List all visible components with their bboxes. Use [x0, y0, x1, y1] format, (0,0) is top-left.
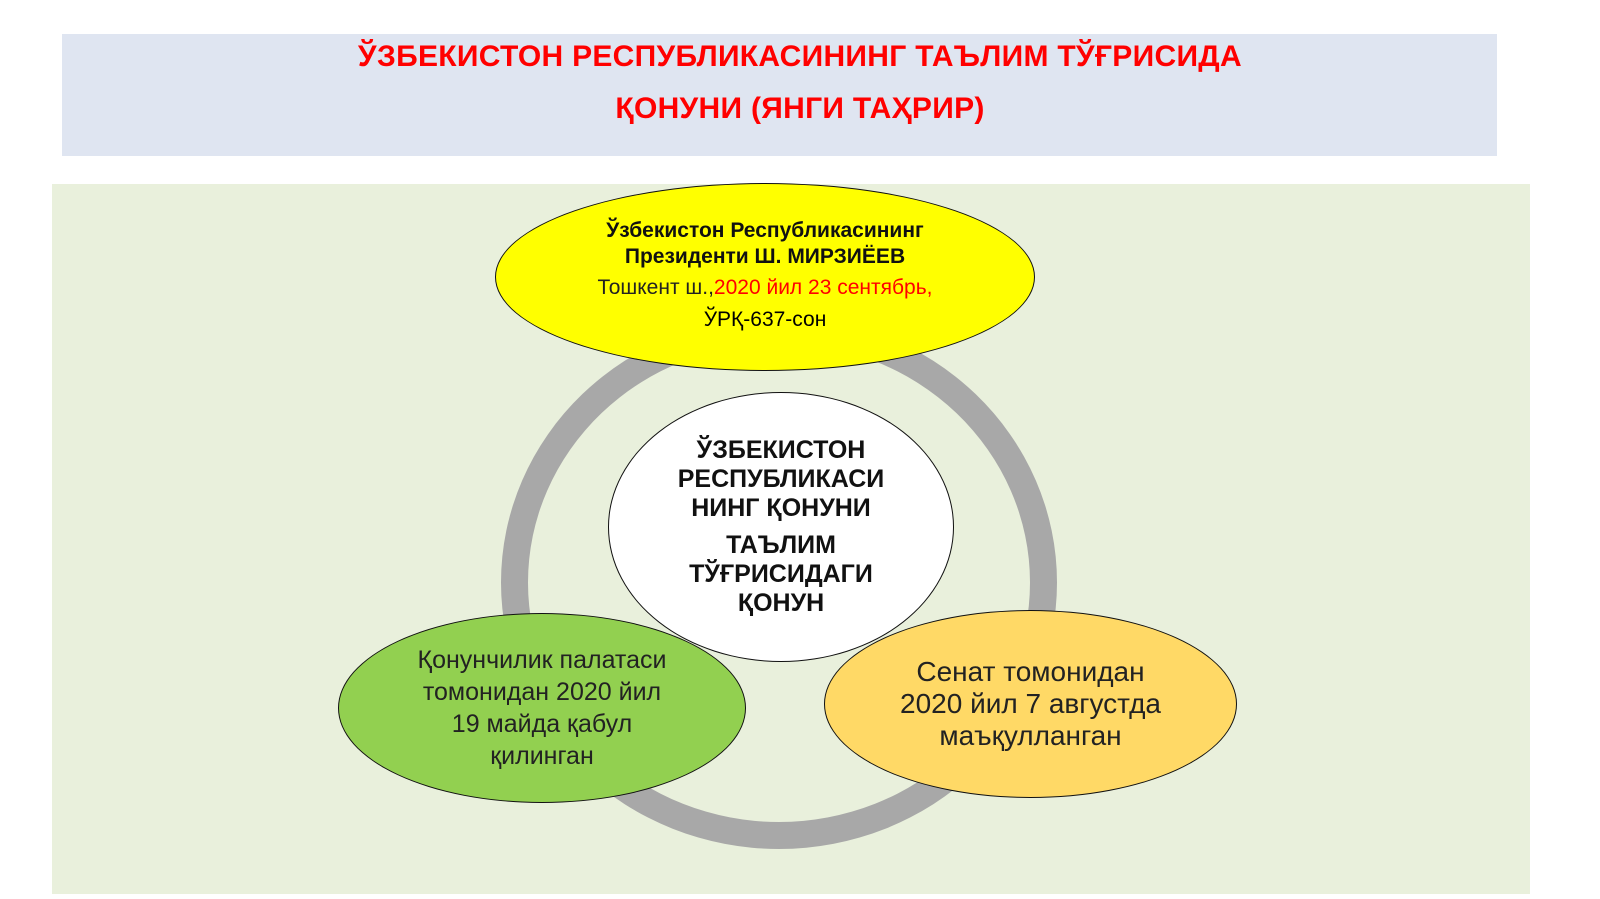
- left-line1: Қонунчилик палатаси: [417, 646, 667, 674]
- president-date: 2020 йил 23 сентябрь,: [713, 276, 933, 299]
- center-line2: РЕСПУБЛИКАСИ: [677, 465, 885, 493]
- president-title-line2: Президенти Ш. МИРЗИЁЕВ: [624, 245, 906, 268]
- right-line3: маъқулланган: [939, 720, 1122, 751]
- center-line6: ҚОНУН: [737, 589, 825, 617]
- senate-ellipse: Сенат томонидан 2020 йил 7 августда маъқ…: [824, 610, 1237, 798]
- president-place: Тошкент ш.,: [597, 276, 714, 299]
- left-line3: 19 майда қабул: [451, 710, 633, 738]
- right-line2: 2020 йил 7 августда: [900, 688, 1161, 719]
- center-line5: ТЎҒРИСИДАГИ: [689, 560, 873, 588]
- president-date-line: Тошкент ш.,2020 йил 23 сентябрь,: [598, 272, 933, 304]
- president-title-line1: Ўзбекистон Республикасининг: [606, 219, 924, 242]
- title-band: [62, 34, 1497, 156]
- page-title-line1: ЎЗБЕКИСТОН РЕСПУБЛИКАСИНИНГ ТАЪЛИМ ТЎҒРИ…: [358, 40, 1242, 73]
- center-ellipse: ЎЗБЕКИСТОН РЕСПУБЛИКАСИ НИНГ ҚОНУНИ ТАЪЛ…: [608, 392, 954, 662]
- president-ellipse: Ўзбекистон Республикасининг Президенти Ш…: [495, 183, 1035, 371]
- legislative-chamber-ellipse: Қонунчилик палатаси томонидан 2020 йил 1…: [338, 613, 746, 803]
- center-line1: ЎЗБЕКИСТОН: [696, 436, 866, 464]
- right-line1: Сенат томонидан: [916, 656, 1145, 687]
- left-line2: томонидан 2020 йил: [422, 678, 662, 706]
- center-line4: ТАЪЛИМ: [726, 531, 836, 559]
- president-number: ЎРҚ-637-сон: [703, 308, 827, 331]
- page-title-line2: ҚОНУНИ (ЯНГИ ТАҲРИР): [615, 92, 985, 125]
- left-line4: қилинган: [490, 742, 594, 770]
- center-line3: НИНГ ҚОНУНИ: [691, 494, 871, 522]
